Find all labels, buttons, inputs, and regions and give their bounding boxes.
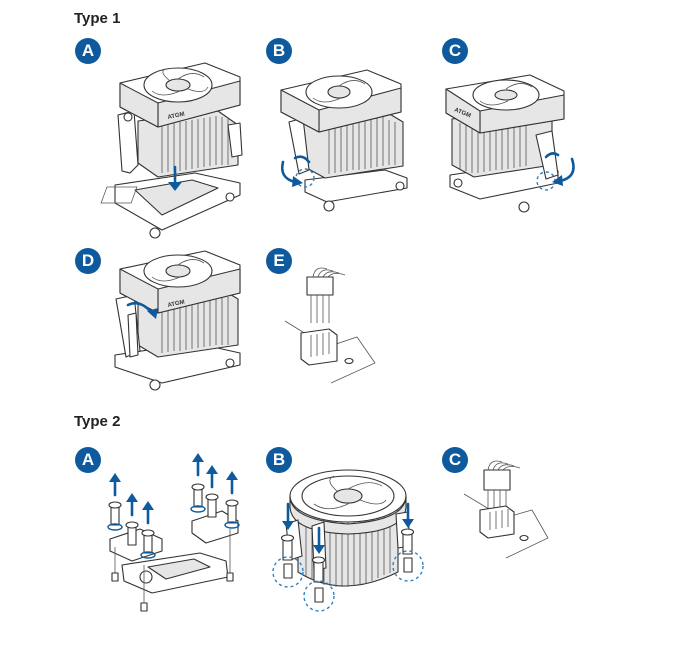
type1-step-c-badge: C bbox=[442, 38, 468, 64]
highlight-circle bbox=[392, 550, 424, 582]
type2-step-a-badge: A bbox=[75, 447, 101, 473]
type1-step-b-illustration bbox=[280, 69, 408, 212]
highlight-circle bbox=[303, 580, 335, 612]
svg-text:ATGM: ATGM bbox=[167, 300, 185, 309]
screw-group bbox=[107, 453, 240, 559]
logo-text: ATGM bbox=[167, 112, 185, 121]
type1-step-b-badge: B bbox=[266, 38, 292, 64]
type2-step-a-illustration bbox=[107, 453, 240, 612]
fan-connector-plug bbox=[483, 469, 511, 491]
type1-step-d-illustration: ATGM bbox=[114, 250, 241, 391]
type2-step-b-badge: B bbox=[266, 447, 292, 473]
type1-step-a-illustration: ATGM bbox=[100, 62, 243, 239]
type2-step-b-illustration bbox=[272, 469, 424, 612]
type2-step-c-illustration bbox=[463, 460, 549, 559]
rotate-arrow-icon bbox=[558, 157, 575, 183]
type1-step-e-badge: E bbox=[266, 248, 292, 274]
type1-heading: Type 1 bbox=[74, 10, 121, 27]
fan-header bbox=[300, 328, 338, 366]
fan-header bbox=[479, 505, 515, 539]
type1-step-e-illustration bbox=[284, 267, 376, 384]
highlight-circle bbox=[295, 168, 315, 188]
type1-step-d-badge: D bbox=[75, 248, 101, 274]
highlight-circle bbox=[272, 556, 304, 588]
fan-connector-plug bbox=[306, 276, 334, 296]
heatsink-fins bbox=[161, 116, 229, 173]
type2-step-c-badge: C bbox=[442, 447, 468, 473]
type1-step-a-badge: A bbox=[75, 38, 101, 64]
type1-step-c-illustration: ATGM bbox=[445, 74, 575, 213]
type2-heading: Type 2 bbox=[74, 413, 121, 430]
